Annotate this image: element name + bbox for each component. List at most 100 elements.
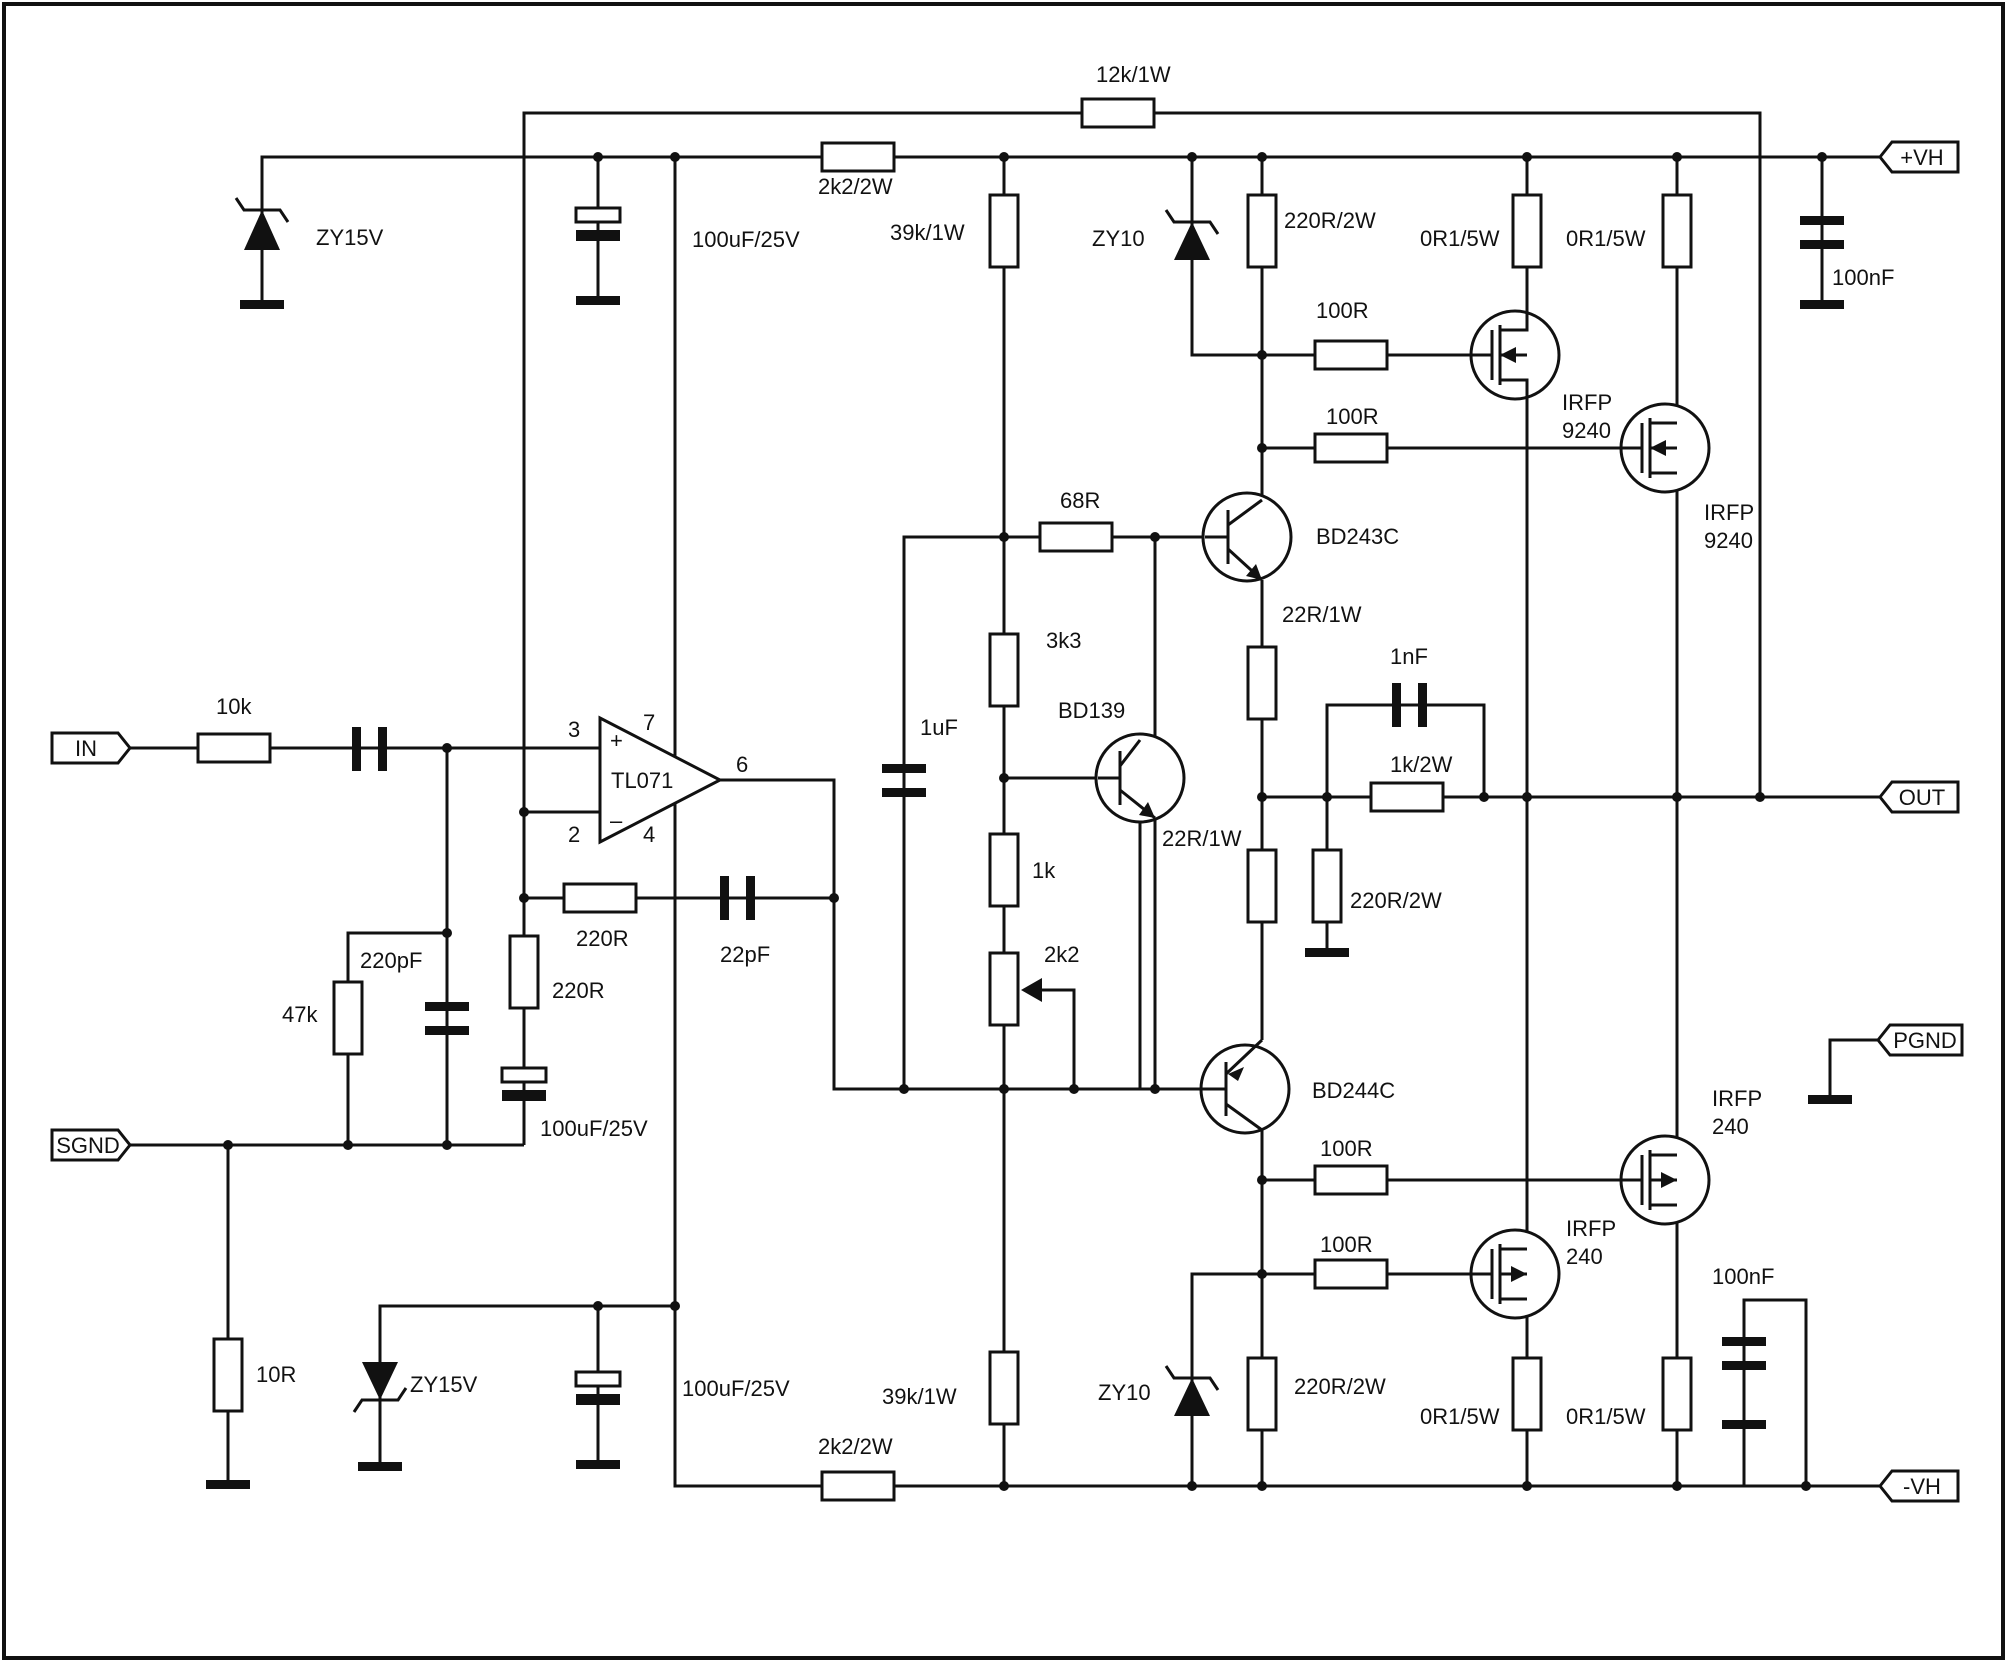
label-bd244c: BD244C xyxy=(1312,1078,1395,1103)
capacitor-22pf xyxy=(720,876,755,920)
label-irfp9240-b-2: 9240 xyxy=(1704,528,1753,553)
capacitor-100uf-top xyxy=(574,206,622,305)
label-irfp240-a-2: 240 xyxy=(1712,1114,1749,1139)
label-r-2k2-bot: 2k2/2W xyxy=(818,1434,893,1459)
label-r-0r1-bot1: 0R1/5W xyxy=(1420,1404,1500,1429)
label-c-100u-top: 100uF/25V xyxy=(692,227,800,252)
resistor-0r1-top2 xyxy=(1661,193,1693,269)
label-r-220r-fb: 220R xyxy=(576,926,629,951)
label-zy15-bot: ZY15V xyxy=(410,1372,478,1397)
wires xyxy=(130,111,1886,1488)
label-c-1nf: 1nF xyxy=(1390,644,1428,669)
resistor-47k xyxy=(332,980,364,1056)
port-vh-neg[interactable]: -VH xyxy=(1878,1469,1960,1503)
label-r-22r-1: 22R/1W xyxy=(1282,602,1362,627)
resistor-2k2-bot xyxy=(820,1470,896,1502)
resistor-22r-1 xyxy=(1246,645,1278,721)
zener-diodes xyxy=(234,197,1220,1486)
ground-symbols xyxy=(204,928,1852,1491)
label-c-100n-bot: 100nF xyxy=(1712,1264,1774,1289)
ground-mid xyxy=(1303,928,1351,959)
resistor-220r-2w-mid xyxy=(1311,848,1343,924)
label-r-1k-2w: 1k/2W xyxy=(1390,752,1453,777)
opamp-name: TL071 xyxy=(611,768,673,793)
label-zy15-top: ZY15V xyxy=(316,225,384,250)
label-c-22pf: 22pF xyxy=(720,942,770,967)
opamp-pin7: 7 xyxy=(643,710,655,735)
label-irfp9240-a-1: IRFP xyxy=(1562,390,1612,415)
capacitor-220pf xyxy=(425,1002,469,1035)
label-r-220r-bot: 220R/2W xyxy=(1294,1374,1386,1399)
transistors-mosfet xyxy=(1462,300,1711,1320)
port-pgnd-label: PGND xyxy=(1893,1028,1957,1053)
capacitors xyxy=(352,206,1844,1469)
resistor-220r-top xyxy=(1246,193,1278,269)
zener-zy15-bot xyxy=(352,1362,408,1471)
capacitor-1uf xyxy=(882,764,926,797)
resistor-100r-3 xyxy=(1313,1164,1389,1196)
resistor-10r xyxy=(212,1337,244,1413)
label-r-220r-2w-mid: 220R/2W xyxy=(1350,888,1442,913)
label-r-220r-top: 220R/2W xyxy=(1284,208,1376,233)
port-in-label: IN xyxy=(75,736,97,761)
component-labels: 12k/1W 2k2/2W 100uF/25V ZY15V 39k/1W ZY1… xyxy=(216,62,1894,1459)
label-r-3k3: 3k3 xyxy=(1046,628,1081,653)
resistor-12k xyxy=(1080,97,1156,129)
transistor-bd244c xyxy=(1160,1038,1291,1135)
port-pgnd[interactable]: PGND xyxy=(1876,1023,1964,1057)
resistor-100r-2 xyxy=(1313,432,1389,464)
label-r-10r: 10R xyxy=(256,1362,296,1387)
resistor-68r xyxy=(1038,521,1114,553)
label-c-100u-fb: 100uF/25V xyxy=(540,1116,648,1141)
resistor-1k-2w xyxy=(1369,781,1445,813)
capacitor-100uf-bot xyxy=(574,1370,622,1469)
label-irfp9240-b-1: IRFP xyxy=(1704,500,1754,525)
transistor-bd139 xyxy=(1094,732,1186,824)
label-zy10-bot: ZY10 xyxy=(1098,1380,1151,1405)
junction-dots xyxy=(223,152,1827,1491)
label-r-10k: 10k xyxy=(216,694,252,719)
label-r-0r1-top1: 0R1/5W xyxy=(1420,226,1500,251)
label-irfp240-b-2: 240 xyxy=(1566,1244,1603,1269)
port-out-label: OUT xyxy=(1899,785,1945,810)
port-sgnd[interactable]: SGND xyxy=(50,1128,132,1162)
label-c-100n-top: 100nF xyxy=(1832,265,1894,290)
label-r-0r1-top2: 0R1/5W xyxy=(1566,226,1646,251)
label-zy10-top: ZY10 xyxy=(1092,226,1145,251)
label-r-1k: 1k xyxy=(1032,858,1056,883)
resistor-1k xyxy=(988,832,1020,908)
port-vh-neg-label: -VH xyxy=(1903,1474,1941,1499)
zener-zy10-top xyxy=(1164,209,1220,260)
port-out[interactable]: OUT xyxy=(1878,780,1960,814)
resistors xyxy=(196,97,1693,1502)
label-c-220pf: 220pF xyxy=(360,948,422,973)
label-r-100r-2: 100R xyxy=(1326,404,1379,429)
mosfet-irfp9240-b xyxy=(1615,402,1711,494)
label-irfp240-a-1: IRFP xyxy=(1712,1086,1762,1111)
opamp-pin4: 4 xyxy=(643,822,655,847)
resistor-220r-fb xyxy=(562,882,638,914)
ground-pgnd xyxy=(1808,1095,1852,1104)
port-vh-pos[interactable]: +VH xyxy=(1878,140,1960,174)
label-r-68r: 68R xyxy=(1060,488,1100,513)
port-flags: IN SGND +VH OUT PGND -VH xyxy=(50,140,1964,1503)
label-c-1uf: 1uF xyxy=(920,715,958,740)
label-pot-2k2: 2k2 xyxy=(1044,942,1079,967)
opamp-pin6: 6 xyxy=(736,752,748,777)
capacitor-100nf-top xyxy=(1800,216,1844,309)
label-irfp240-b-1: IRFP xyxy=(1566,1216,1616,1241)
mosfet-irfp240-a xyxy=(1615,1134,1711,1226)
resistor-39k-bot xyxy=(988,1350,1020,1426)
label-r-100r-1: 100R xyxy=(1316,298,1369,323)
potentiometer-2k2 xyxy=(988,951,1042,1027)
label-r-220r-b: 220R xyxy=(552,978,605,1003)
opamp-minus-sign: – xyxy=(610,808,623,833)
capacitor-input xyxy=(352,727,387,771)
opamp-pin2: 2 xyxy=(568,822,580,847)
port-in[interactable]: IN xyxy=(50,731,132,765)
opamp-pin3: 3 xyxy=(568,717,580,742)
transistors-bjt xyxy=(1094,491,1293,1135)
capacitor-1nf xyxy=(1392,683,1427,727)
